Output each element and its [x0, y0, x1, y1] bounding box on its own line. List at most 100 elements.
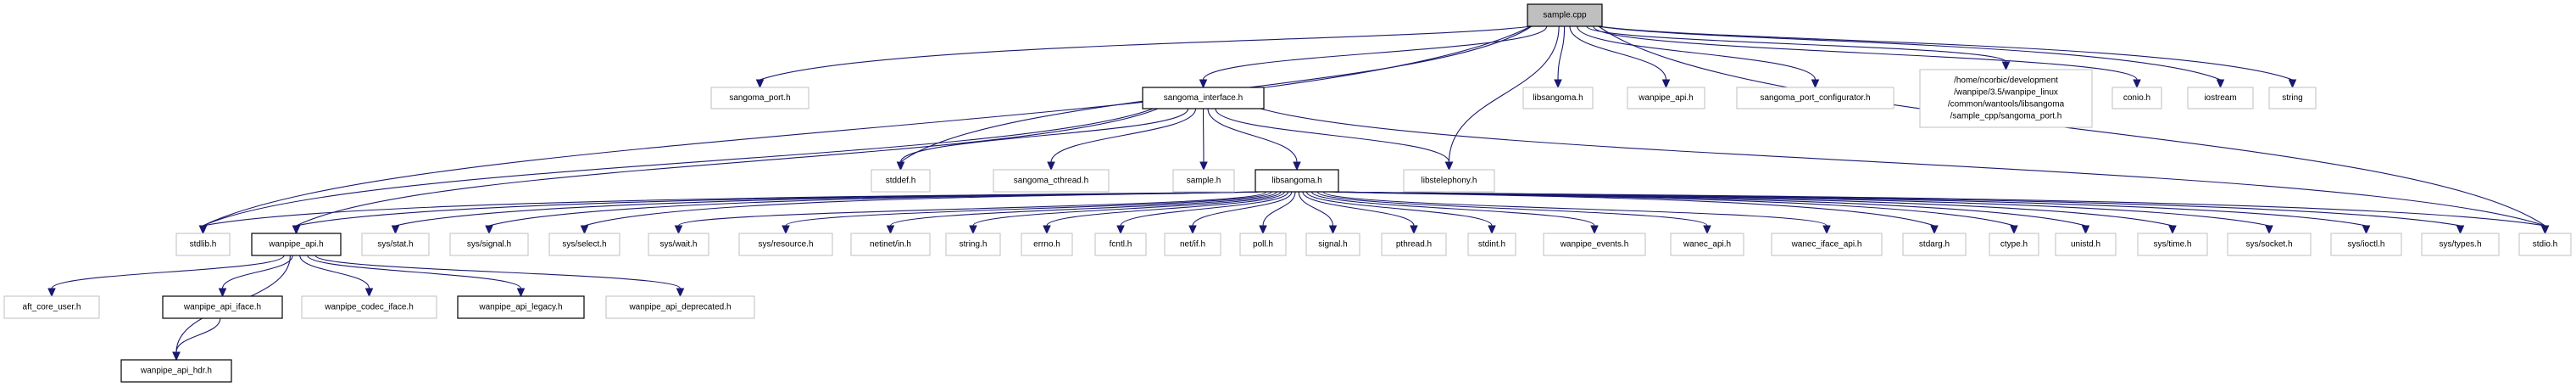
node-conio-h[interactable]: conio.h — [2111, 87, 2162, 109]
node-box — [2330, 233, 2402, 256]
node-wanpipe-api-deprecated-h[interactable]: wanpipe_api_deprecated.h — [605, 295, 755, 319]
node-label: stdarg.h — [1919, 240, 1950, 250]
node-sys-resource-h[interactable]: sys/resource.h — [738, 233, 833, 256]
include-edge-sample_cpp-to-string — [1598, 25, 2293, 81]
include-edge-sample_cpp-to-libstelephony_h — [1448, 25, 1560, 163]
node-wanpipe-api-hdr-h[interactable]: wanpipe_api_hdr.h — [120, 359, 232, 383]
node-wanec-api-h[interactable]: wanec_api.h — [1670, 233, 1744, 256]
node-box — [2111, 87, 2162, 109]
node-sys-ioctl-h[interactable]: sys/ioctl.h — [2330, 233, 2402, 256]
node-libsangoma-h-top[interactable]: libsangoma.h — [1522, 87, 1594, 109]
arrowhead-icon — [1293, 161, 1301, 171]
node-box — [449, 233, 529, 256]
include-edge-libsangoma_h-to-fcntl_h — [1120, 191, 1289, 227]
node-string-h[interactable]: string.h — [945, 233, 1001, 256]
node-sangoma-port-configurator-h[interactable]: sangoma_port_configurator.h — [1736, 87, 1894, 109]
arrowhead-icon — [676, 288, 685, 298]
node-sys-stat-h[interactable]: sys/stat.h — [361, 233, 430, 256]
node-sangoma-port-path[interactable]: /home/ncorbic/development/wanpipe/3.5/wa… — [1919, 69, 2093, 128]
node-libstelephony-h[interactable]: libstelephony.h — [1403, 169, 1495, 193]
node-libsangoma-h[interactable]: libsangoma.h — [1255, 169, 1339, 193]
node-label: wanec_iface_api.h — [1791, 240, 1862, 250]
node-sys-select-h[interactable]: sys/select.h — [548, 233, 620, 256]
node-sys-signal-h[interactable]: sys/signal.h — [449, 233, 529, 256]
node-label: sys/select.h — [562, 240, 606, 250]
node-box — [1736, 87, 1894, 109]
node-wanpipe-api-iface-h[interactable]: wanpipe_api_iface.h — [162, 295, 283, 319]
arrowhead-icon — [1259, 225, 1267, 235]
include-edge-libsangoma_h-to-poll_h — [1262, 191, 1296, 227]
node-sys-types-h[interactable]: sys/types.h — [2421, 233, 2500, 256]
node-wanpipe-codec-iface-h[interactable]: wanpipe_codec_iface.h — [301, 295, 437, 319]
node-aft-core-user-h[interactable]: aft_core_user.h — [3, 295, 100, 319]
node-label: aft_core_user.h — [23, 303, 81, 312]
node-box — [1771, 233, 1883, 256]
arrowhead-icon — [2168, 225, 2177, 235]
node-label: /wanpipe/3.5/wanpipe_linux — [1954, 88, 2058, 98]
arrowhead-icon — [364, 288, 374, 298]
node-box — [120, 359, 232, 383]
node-netinet-in-h[interactable]: netinet/in.h — [850, 233, 931, 256]
arrowhead-icon — [2362, 225, 2371, 235]
include-edge-libsangoma_h-to-wanec_api_h — [1316, 191, 1708, 227]
node-sys-socket-h[interactable]: sys/socket.h — [2227, 233, 2312, 256]
node-label: stdint.h — [1478, 240, 1505, 250]
include-edge-sangoma_interface_h-to-stddef_h — [899, 108, 1189, 163]
arrowhead-icon — [896, 161, 905, 171]
arrowhead-icon — [1703, 225, 1711, 235]
node-sys-wait-h[interactable]: sys/wait.h — [648, 233, 709, 256]
node-wanpipe-api-h[interactable]: wanpipe_api.h — [251, 233, 342, 256]
node-stdio-h[interactable]: stdio.h — [2518, 233, 2572, 256]
node-box — [1255, 169, 1339, 193]
arrowhead-icon — [2288, 79, 2297, 89]
node-label: wanpipe_codec_iface.h — [324, 303, 414, 312]
include-edge-sangoma_interface_h-to-libsangoma_h — [1207, 108, 1298, 163]
arrowhead-icon — [1590, 225, 1599, 235]
node-label: wanpipe_api_legacy.h — [478, 303, 562, 312]
node-label: poll.h — [1253, 240, 1273, 250]
node-pthread-h[interactable]: pthread.h — [1381, 233, 1447, 256]
node-sample-h[interactable]: sample.h — [1172, 169, 1235, 193]
node-wanec-iface-api-h[interactable]: wanec_iface_api.h — [1771, 233, 1883, 256]
node-wanpipe-api-h-top[interactable]: wanpipe_api.h — [1627, 87, 1705, 109]
node-stddef-h[interactable]: stddef.h — [871, 169, 931, 193]
node-sangoma-port-h[interactable]: sangoma_port.h — [710, 87, 810, 109]
arrowhead-icon — [2010, 225, 2018, 235]
node-box — [1142, 87, 1265, 109]
node-stdlib-h[interactable]: stdlib.h — [175, 233, 231, 256]
node-box — [605, 295, 755, 319]
node-poll-h[interactable]: poll.h — [1239, 233, 1287, 256]
node-label: wanec_api.h — [1683, 240, 1731, 250]
arrowhead-icon — [755, 79, 765, 89]
node-box — [871, 169, 931, 193]
node-wanpipe-events-h[interactable]: wanpipe_events.h — [1543, 233, 1646, 256]
node-box — [1527, 3, 1603, 27]
node-string[interactable]: string — [2268, 87, 2317, 109]
arrowhead-icon — [886, 225, 895, 235]
include-edge-libsangoma_h-to-wanpipe_api_h — [296, 191, 1260, 227]
node-ctype-h[interactable]: ctype.h — [1989, 233, 2039, 256]
node-wanpipe-api-legacy-h[interactable]: wanpipe_api_legacy.h — [457, 295, 585, 319]
node-box — [2055, 233, 2117, 256]
node-box — [1403, 169, 1495, 193]
node-stdarg-h[interactable]: stdarg.h — [1902, 233, 1967, 256]
node-iostream[interactable]: iostream — [2187, 87, 2254, 109]
node-sys-time-h[interactable]: sys/time.h — [2137, 233, 2208, 256]
node-box — [361, 233, 430, 256]
node-fcntl-h[interactable]: fcntl.h — [1094, 233, 1147, 256]
node-box — [548, 233, 620, 256]
node-sangoma-cthread-h[interactable]: sangoma_cthread.h — [993, 169, 1110, 193]
node-box — [457, 295, 585, 319]
node-net-if-h[interactable]: net/if.h — [1164, 233, 1221, 256]
node-signal-h[interactable]: signal.h — [1305, 233, 1360, 256]
node-errno-h[interactable]: errno.h — [1021, 233, 1073, 256]
include-edge-wanpipe_api_h-to-wanpipe_codec_iface_h — [299, 255, 370, 289]
node-sangoma-interface-h[interactable]: sangoma_interface.h — [1142, 87, 1265, 109]
arrowhead-icon — [1188, 225, 1197, 235]
node-label: sys/signal.h — [467, 240, 511, 250]
node-unistd-h[interactable]: unistd.h — [2055, 233, 2117, 256]
include-edge-libsangoma_h-to-stdlib_h — [203, 191, 1260, 227]
node-stdint-h[interactable]: stdint.h — [1467, 233, 1516, 256]
node-box — [1094, 233, 1147, 256]
arrowhead-icon — [2133, 79, 2141, 89]
